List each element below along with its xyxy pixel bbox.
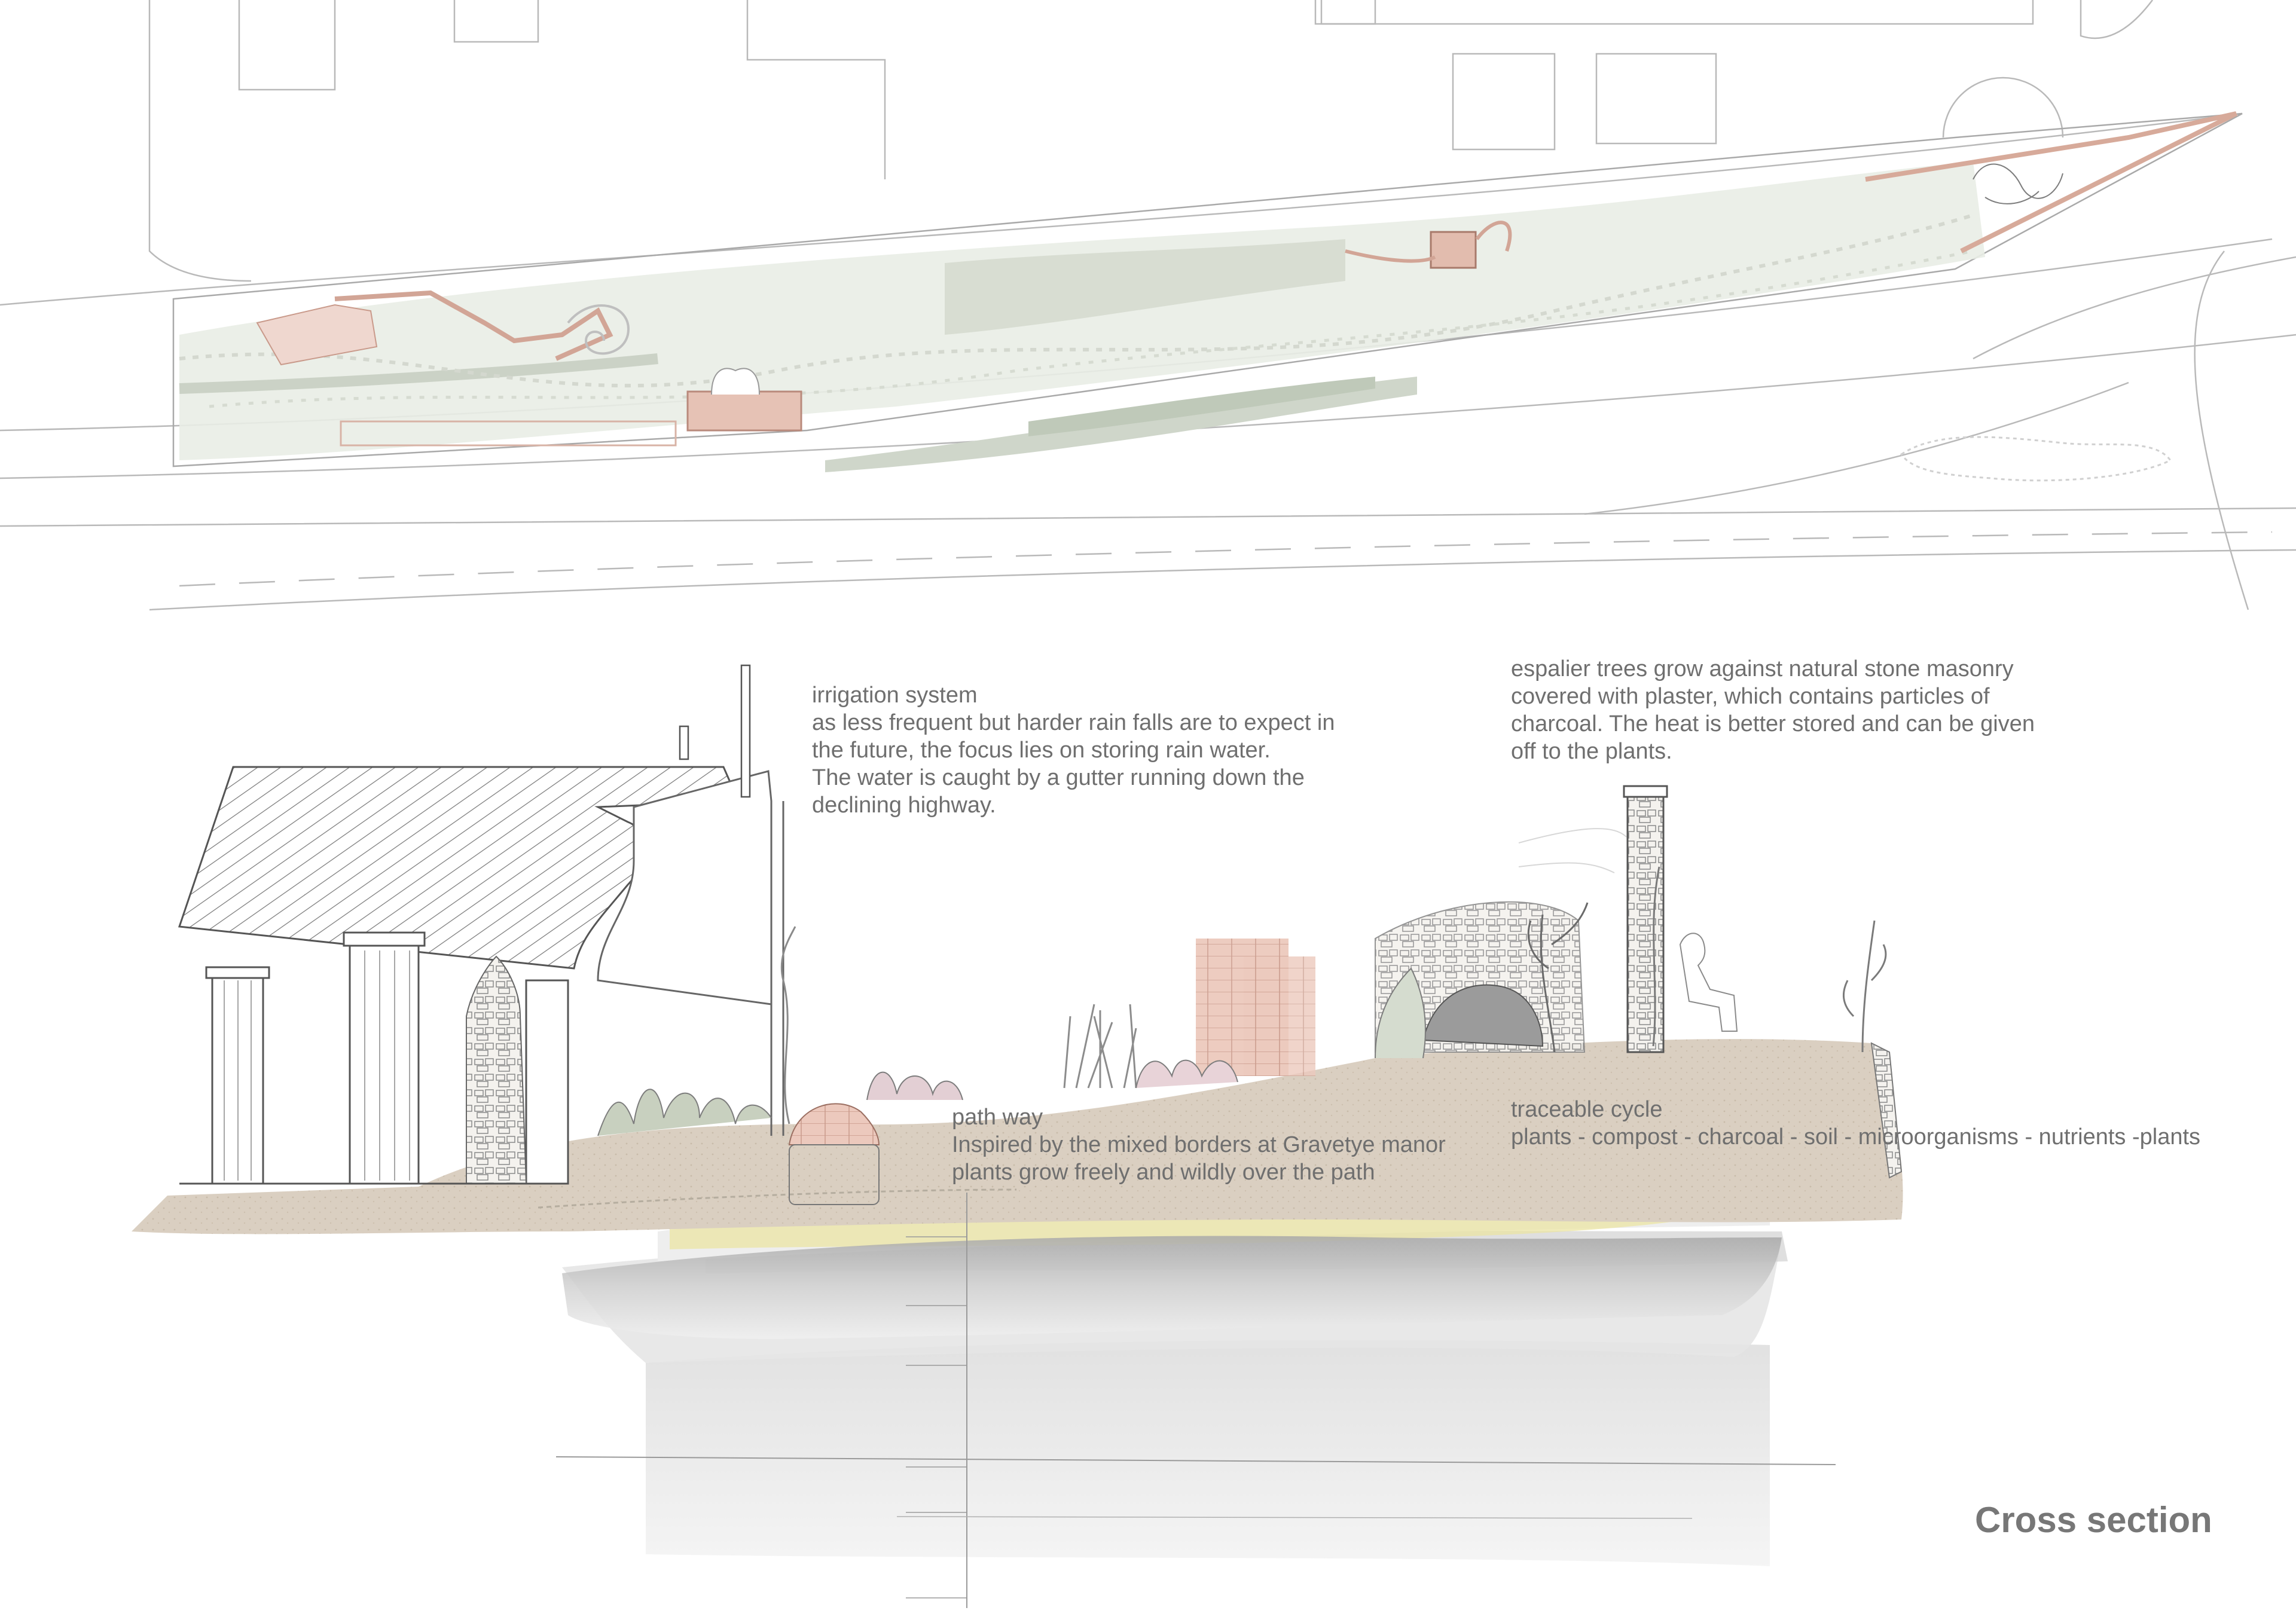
flue-pipe: [740, 664, 751, 798]
annotation-line: charcoal. The heat is better stored and …: [1511, 711, 2035, 736]
planting-band: [179, 353, 658, 394]
road-dash: [179, 531, 2273, 587]
drainage-line: [538, 1188, 1017, 1209]
annotation-irrigation: irrigation system as less frequent but h…: [812, 681, 1335, 819]
brick-wall-curved: [1345, 221, 1512, 263]
tree-espalier: [1973, 163, 2063, 204]
annotation-line: plants grow freely and wildly over the p…: [952, 1160, 1375, 1185]
annotation-line: covered with plaster, which contains par…: [1511, 684, 1990, 709]
measure-line: [896, 1516, 1693, 1519]
plant-cluster: [1135, 1059, 1238, 1089]
planting-band: [1028, 377, 1375, 436]
stone-pier: [466, 955, 527, 1184]
annotation-line: The water is caught by a gutter running …: [812, 765, 1305, 790]
annotation-line: Inspired by the mixed borders at Gravety…: [952, 1132, 1446, 1157]
pavilion-end-wall: [597, 770, 773, 1005]
building-outline: [1314, 0, 1376, 25]
annotation-line: espalier trees grow against natural ston…: [1511, 656, 2014, 681]
column-flutes: [224, 950, 410, 1181]
figure-sitting: [1679, 933, 1738, 1032]
scribble-bed: [1900, 436, 2172, 482]
annotation-line: traceable cycle: [1511, 1097, 1663, 1122]
measure-line: [555, 1456, 1836, 1465]
winding-path: [209, 249, 1974, 408]
building-outline: [238, 0, 336, 91]
road-line: [0, 507, 2296, 527]
spiral-bed: [567, 304, 630, 355]
garden-planting: [179, 111, 2237, 482]
espalier-post-cap: [1623, 785, 1668, 798]
oven-dome: [788, 1103, 880, 1145]
ground-layer-deep: [646, 1340, 1770, 1566]
column: [349, 940, 420, 1185]
soil-body: [132, 1039, 1903, 1234]
plant-cluster: [597, 1089, 772, 1136]
chimney: [679, 725, 689, 760]
winding-path: [179, 213, 1974, 388]
tall-plant: [1842, 920, 1887, 1053]
grass-cluster: [1063, 1004, 1137, 1089]
gate-icon: [711, 368, 760, 395]
brick-pavilion: [256, 304, 378, 366]
annotation-line: declining highway.: [812, 793, 996, 818]
roundabout-outline: [1942, 77, 2064, 138]
espalier-post: [1626, 788, 1665, 1053]
brick-wall: [334, 290, 613, 361]
oven-base: [789, 1144, 880, 1205]
sky-line: [1518, 828, 1627, 873]
shrub: [1375, 967, 1426, 1059]
annotation-line: the future, the focus lies on storing ra…: [812, 738, 1271, 763]
building-outline: [746, 0, 886, 179]
brick-hut: [1430, 231, 1477, 269]
brick-wall-low: [340, 420, 677, 447]
annotation-line: plants - compost - charcoal - soil - mic…: [1511, 1124, 2201, 1150]
planting-band: [945, 239, 1345, 335]
building-outline: [1595, 53, 1717, 145]
brick-wall-diagonal: [1865, 111, 2237, 253]
building-outline: [1320, 0, 2034, 25]
measure-ticks: [906, 1236, 967, 1598]
climbing-plant: [780, 926, 796, 1124]
compost-heap: [1422, 984, 1544, 1047]
plant-cluster: [866, 1071, 963, 1101]
annotation-espalier: espalier trees grow against natural ston…: [1511, 655, 2035, 765]
garden-boundary: [172, 112, 2243, 467]
rock-layer: [562, 1236, 1782, 1339]
building-outline: [148, 0, 252, 282]
section-planting: [597, 866, 1887, 1136]
annotation-line: as less frequent but harder rain falls a…: [812, 710, 1335, 735]
annotation-line: path way: [952, 1105, 1043, 1130]
building-outline: [453, 0, 539, 43]
annotation-line: irrigation system: [812, 683, 978, 708]
road-line: [1584, 381, 2129, 515]
annotation-pathway: path way Inspired by the mixed borders a…: [952, 1104, 1446, 1186]
cross-section: [132, 664, 1903, 1608]
annotation-line: off to the plants.: [1511, 739, 1672, 764]
column-capital: [343, 931, 426, 947]
espalier-tree: [1527, 902, 1589, 1053]
building-outline: [2080, 0, 2153, 39]
stone-wall-end: [1870, 1042, 1903, 1179]
pavilion: [178, 664, 784, 1185]
road-line: [0, 112, 2243, 306]
annotation-cycle: traceable cycle plants - compost - charc…: [1511, 1096, 2200, 1151]
section-title: Cross section: [1975, 1500, 2212, 1540]
brick-wall-section: [1244, 956, 1315, 1076]
road-line: [1973, 256, 2296, 360]
road-line: [2194, 250, 2249, 610]
climbing-plant: [1652, 866, 1660, 1047]
column-capital: [205, 966, 270, 979]
brick-oven: [788, 1103, 880, 1205]
road-line: [149, 549, 2296, 611]
building-outline: [1452, 53, 1556, 151]
column: [525, 979, 569, 1185]
brick-shed: [686, 390, 802, 432]
